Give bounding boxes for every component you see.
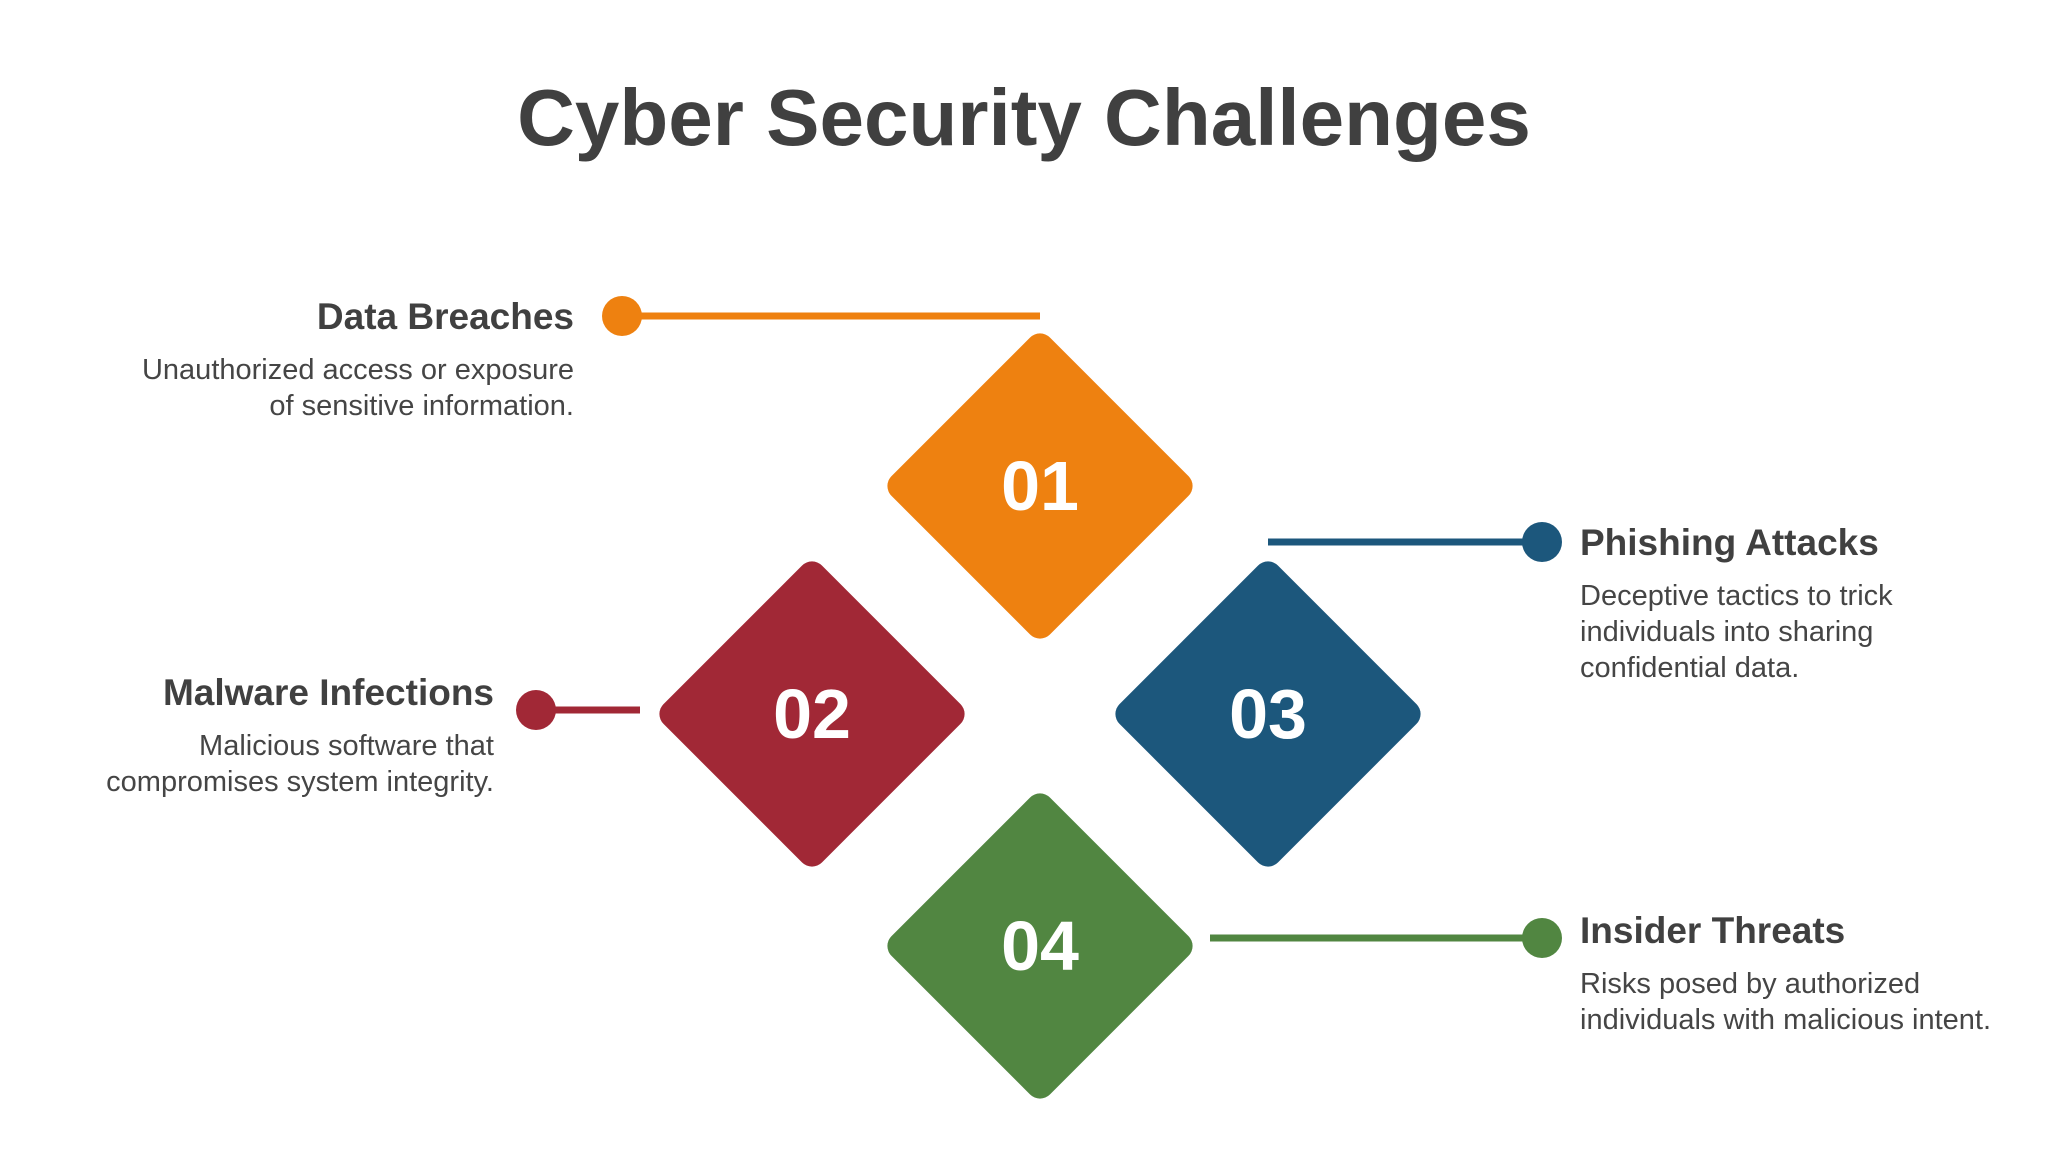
label-malware-infections: Malware Infections Malicious software th…	[0, 672, 494, 800]
desc-line: Risks posed by authorized	[1580, 968, 1921, 1000]
desc-line: Deceptive tactics to trick	[1580, 580, 1893, 612]
desc-line: Unauthorized access or exposure	[141, 354, 574, 386]
number-03: 03	[1229, 675, 1307, 753]
desc-data-breaches: Unauthorized access or exposure of sensi…	[14, 352, 574, 424]
desc-line: individuals with malicious intent.	[1580, 1004, 1992, 1036]
connector-02	[516, 690, 640, 730]
label-insider-threats: Insider Threats Risks posed by authorize…	[1580, 910, 2040, 1038]
desc-line: confidential data.	[1580, 652, 1800, 684]
diamond-03: 03	[1115, 561, 1421, 867]
page-title: Cyber Security Challenges	[517, 73, 1531, 162]
label-phishing-attacks: Phishing Attacks Deceptive tactics to tr…	[1580, 522, 2000, 686]
connector-01	[602, 296, 1040, 336]
heading-insider-threats: Insider Threats	[1580, 910, 1846, 951]
heading-malware-infections: Malware Infections	[162, 672, 494, 713]
desc-line: of sensitive information.	[269, 390, 574, 422]
connector-03	[1268, 522, 1562, 562]
label-data-breaches: Data Breaches Unauthorized access or exp…	[14, 296, 574, 424]
connector-04	[1210, 918, 1562, 958]
desc-line: individuals into sharing	[1580, 616, 1874, 648]
desc-insider-threats: Risks posed by authorized individuals wi…	[1580, 966, 2040, 1038]
number-04: 04	[1001, 907, 1079, 985]
diamond-02: 02	[659, 561, 965, 867]
desc-phishing-attacks: Deceptive tactics to trick individuals i…	[1580, 578, 2000, 686]
diamond-01: 01	[887, 333, 1193, 639]
desc-malware-infections: Malicious software that compromises syst…	[0, 728, 494, 800]
diamond-04: 04	[887, 793, 1193, 1099]
heading-data-breaches: Data Breaches	[316, 296, 574, 337]
desc-line: Malicious software that	[199, 730, 494, 762]
desc-line: compromises system integrity.	[106, 766, 494, 798]
heading-phishing-attacks: Phishing Attacks	[1580, 522, 1879, 563]
number-01: 01	[1001, 447, 1079, 525]
number-02: 02	[773, 675, 851, 753]
